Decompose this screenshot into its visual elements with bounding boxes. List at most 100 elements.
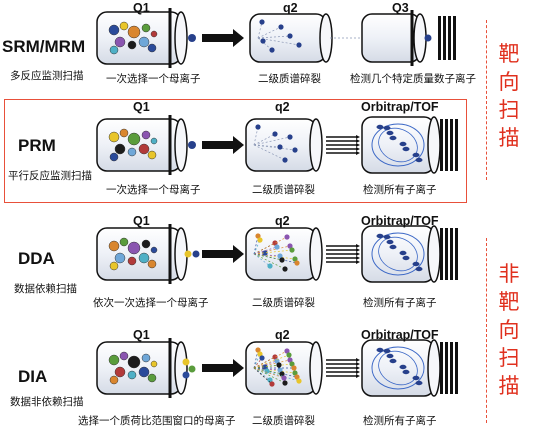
ion-circle <box>138 366 150 378</box>
fragment-ion <box>259 19 265 25</box>
ion-circle <box>150 30 158 38</box>
ion-circle <box>127 25 141 39</box>
orbit-path <box>371 123 425 167</box>
fragment-ion <box>269 381 275 387</box>
ion-transfer-lines-head <box>356 370 360 374</box>
fragment-ion <box>260 38 266 44</box>
fragment-path <box>253 253 271 267</box>
ion-circle <box>141 353 151 363</box>
detector-bars <box>440 119 443 171</box>
ion-circle <box>147 150 157 160</box>
ion-circle <box>114 366 126 378</box>
ion-circle <box>127 370 137 380</box>
detected-ion <box>415 157 423 163</box>
ion-transfer-lines-head <box>356 256 360 260</box>
selected-fragment-ion <box>424 34 432 42</box>
q1-quadrupole-tube-end-cap <box>174 118 188 172</box>
detector-bars <box>448 16 451 60</box>
stage-title-q1: Q1 <box>133 214 150 228</box>
fragment-path <box>257 37 300 46</box>
method-name-dda: DDA <box>18 249 55 268</box>
fragment-path <box>257 26 282 39</box>
fragment-ion <box>284 234 290 240</box>
stage-caption-q2: 二级质谱碎裂 <box>252 415 315 427</box>
ion-circle <box>141 23 151 33</box>
fragment-ion <box>272 131 278 137</box>
detector-tube-end-cap <box>427 339 441 397</box>
fragment-ion <box>269 47 275 53</box>
detected-ion <box>376 347 384 353</box>
q2-collision-cell-tube-end-cap <box>309 227 323 281</box>
detected-ion <box>386 239 394 245</box>
fragment-path <box>253 144 281 148</box>
fragment-ion <box>267 377 273 383</box>
ion-circle <box>138 143 150 155</box>
fragment-ion <box>272 240 278 246</box>
targeted-divider <box>486 20 487 180</box>
detected-ion <box>415 266 423 272</box>
selected-precursor-ion <box>182 371 190 379</box>
ion-circle <box>109 152 119 162</box>
detector-tube-end-cap <box>427 225 441 283</box>
fragment-ion <box>292 256 298 262</box>
ion-transfer-lines-head <box>356 143 360 147</box>
ion-circle <box>114 143 126 155</box>
transfer-arrow <box>202 29 244 47</box>
fragment-ion <box>289 361 295 367</box>
method-subtitle-srm-mrm: 多反应监测扫描 <box>10 70 84 82</box>
q2-collision-cell-tube-end-cap <box>309 118 323 172</box>
ion-circle <box>127 40 137 50</box>
fragment-path <box>253 144 286 161</box>
ion-circle <box>108 240 120 252</box>
fragment-ion <box>292 370 298 376</box>
stage-title-q2: q2 <box>275 100 290 114</box>
fragment-path <box>253 253 283 261</box>
fragment-ion <box>281 375 287 381</box>
ion-circle <box>119 237 129 247</box>
ion-circle <box>150 360 158 368</box>
detected-ion <box>402 255 410 261</box>
fragment-ion <box>296 378 302 384</box>
fragment-ion <box>277 253 283 259</box>
detector-bars <box>445 342 448 394</box>
stage-caption-q3: 检测几个特定质量数子离子 <box>350 73 476 85</box>
fragment-path <box>253 367 286 384</box>
method-name-dia: DIA <box>18 367 48 386</box>
orbit-path <box>371 232 425 276</box>
selected-precursor-ion <box>182 358 190 366</box>
fragment-ion <box>255 233 261 239</box>
fragment-ion <box>264 368 270 374</box>
stage-title-orbitrap-tof: Orbitrap/TOF <box>361 214 439 228</box>
ion-circle <box>147 259 157 269</box>
ion-transfer-lines-head <box>356 135 360 139</box>
ion-transfer-lines-head <box>356 358 360 362</box>
fragment-ion <box>279 257 285 263</box>
detected-ion <box>386 130 394 136</box>
fragment-ion <box>257 237 263 243</box>
fragment-path <box>253 126 259 146</box>
detector-bars <box>443 16 446 60</box>
detected-ion <box>399 364 407 370</box>
fragment-ion <box>282 380 288 386</box>
stage-title-q3: Q3 <box>392 1 409 15</box>
ion-circle <box>147 373 157 383</box>
q1-quadrupole-tube <box>96 227 182 281</box>
ion-circle <box>127 256 137 266</box>
q3-quadrupole-tube-end-cap <box>413 13 427 63</box>
stage-caption-q2: 二级质谱碎裂 <box>258 73 321 85</box>
detected-ion <box>376 233 384 239</box>
ion-circle <box>109 261 119 271</box>
fragment-ion <box>282 266 288 272</box>
fragment-ion <box>279 371 285 377</box>
fragment-path <box>253 367 296 374</box>
fragment-path <box>257 21 263 39</box>
ion-circle <box>119 351 129 361</box>
detector-bars <box>455 342 458 394</box>
fragment-path <box>253 144 296 151</box>
ion-circle <box>108 354 120 366</box>
detected-ion <box>383 234 391 240</box>
detected-ion <box>412 375 420 381</box>
method-name-srm-mrm: SRM/MRM <box>2 37 86 56</box>
